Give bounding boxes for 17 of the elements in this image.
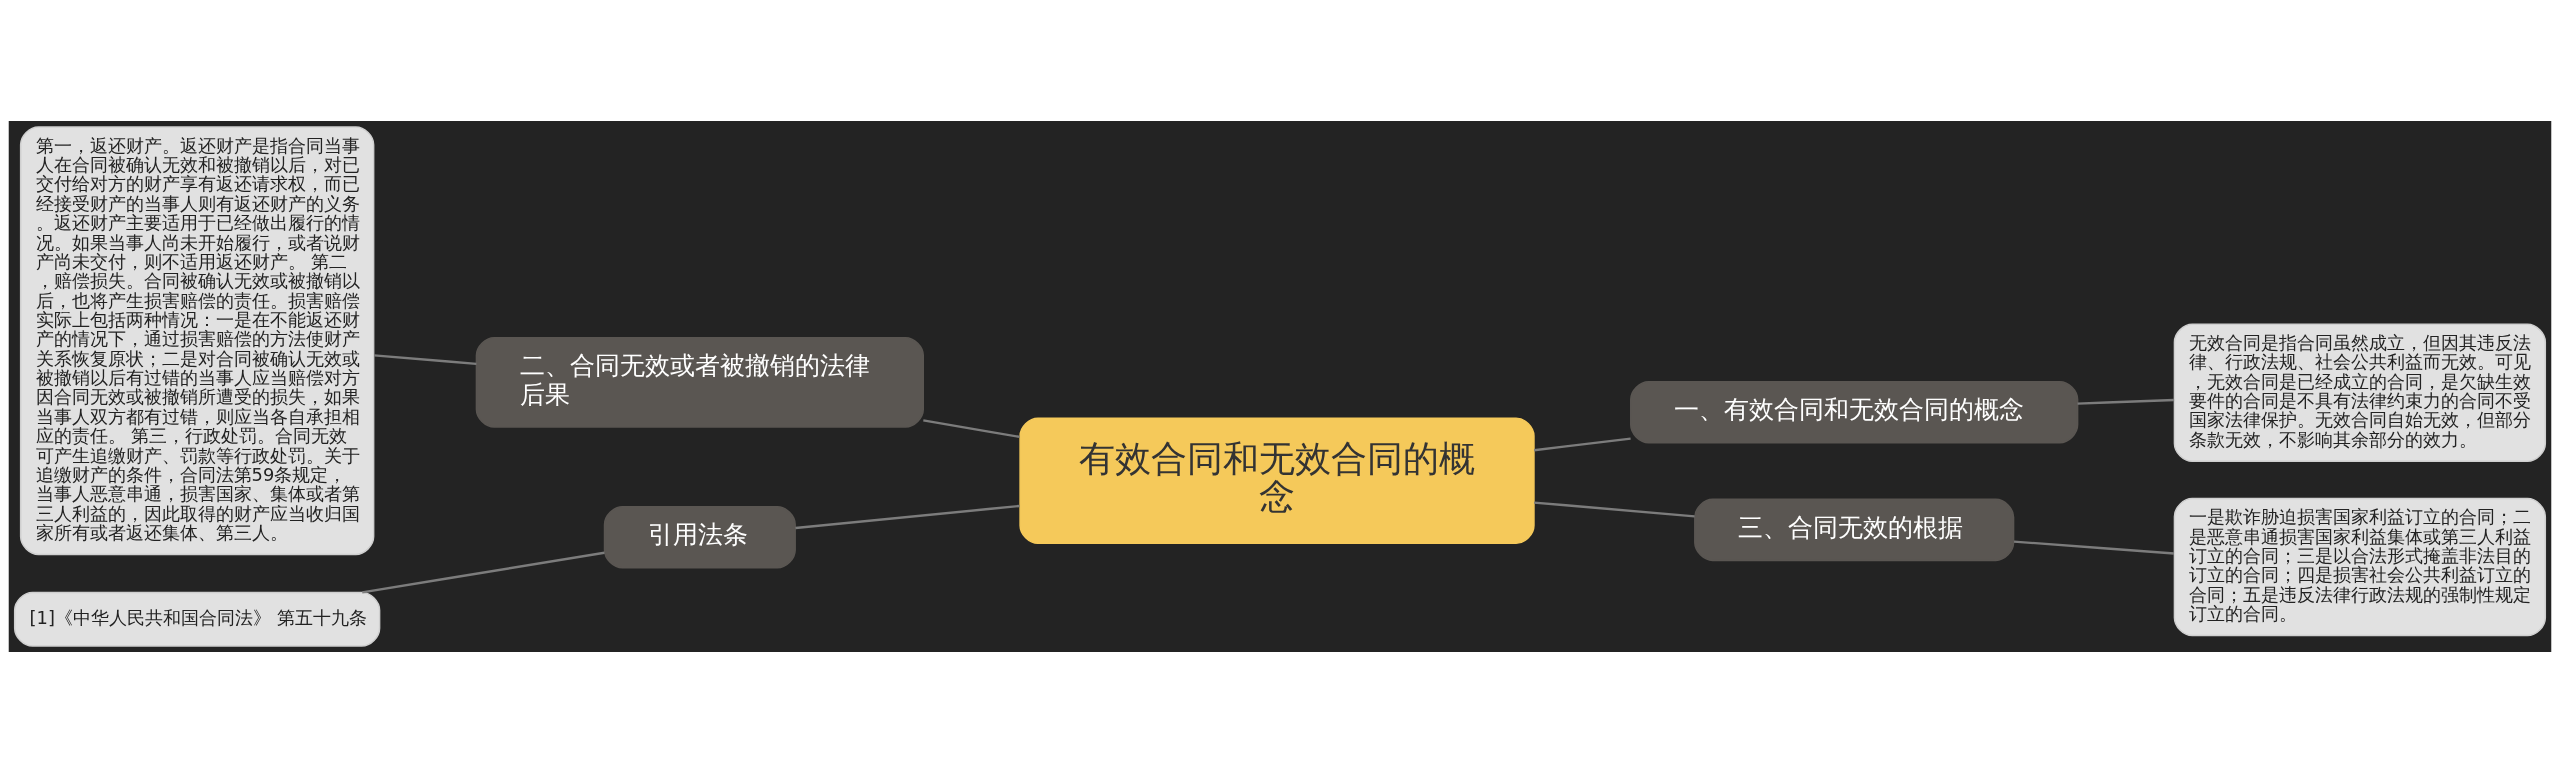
node-box: 无效合同是指合同虽然成立，但因其违反法律、行政法规、社会公共利益而无效。可见，无效合同是已经成立的合同，是欠缺生效要件的合同是不具有法律约束力的合同不受国家法律保护。无效合同自始无效，但部分条款无效，不影响其余部分的效力。 [2173,323,2547,463]
connector [362,551,605,594]
connector [374,354,477,366]
node-box: 引用法条 [603,506,796,569]
connector [2077,398,2175,405]
node-box: 三、合同无效的根据 [1694,498,2015,562]
node-box: 一、有效合同和无效合同的概念 [1630,380,2079,444]
connector [2013,540,2175,555]
node-box: 一是欺诈胁迫损害国家利益订立的合同；二是恶意串通损害国家利益集体或第三人利益订立的合同；三是以合法形式掩盖非法目的订立的合同；四是损害社会公共利益订立的合同；五是违反法律行政法规的强制性规定订立的合同。 [2173,497,2547,637]
node-box: 第一，返还财产。返还财产是指合同当事人在合同被确认无效和被撤销以后，对已交付给对方的财产享有返还请求权，而已经接受财产的当事人则有返还财产的义务。返还财产主要适用于已经做出履行的情况。如果当事人尚未开始履行，或者说财产尚未交付，则不适用返还财产。 第二，赔偿损失。合同被确认无效或被撤销以后，也将产生损害赔偿的责任。损害赔偿实际上包括两种情况：一是在不能返还财产的情况下，通过损害赔偿的方法使财产关系恢复原状；二是对合同被确认无效或被撤销以后有过错的当事人应当赔偿对方因合同无效或被撤销所遭受的损失，如果当事人双方都有过错，则应当各自承担相应的责任。 第三，行政处罚。合同无效可产生追缴财产、罚款等行政处罚。关于追缴财产的条件，合同法第59条规定，当事人恶意串通，损害国家、集体或者第三人利益的，因此取得的财产应当收归国家所有或者返还集体、第三人。 [19,126,375,556]
node-box: 有效合同和无效合同的概念 [1019,417,1535,544]
node-box: 二、合同无效或者被撤销的法律后果 [475,336,924,428]
connector [1534,501,1695,518]
connector [923,419,1020,439]
connector [1533,437,1631,452]
connector [795,504,1020,530]
node-box: [1]《中华人民共和国合同法》 第五十九条 [13,591,381,647]
